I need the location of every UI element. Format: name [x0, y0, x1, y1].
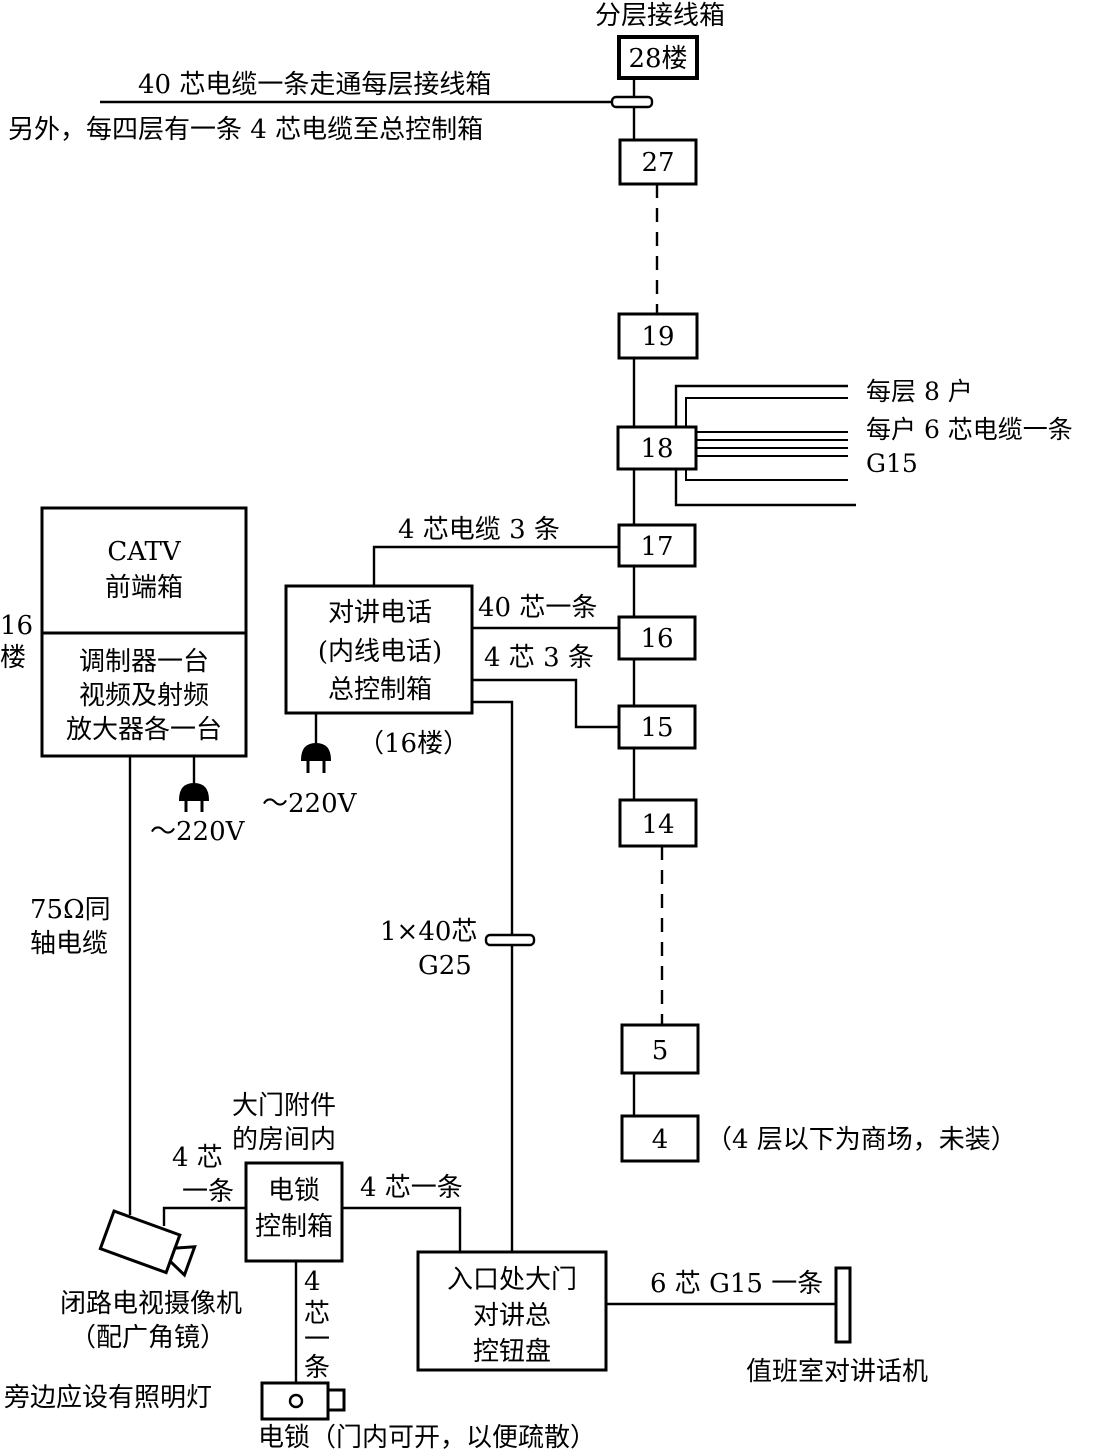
intercom-line-1: 对讲电话: [328, 598, 432, 628]
floor-box-16: 16: [617, 615, 697, 661]
catv-body-1: 调制器一台: [79, 647, 209, 677]
entrance-panel-label-2: 对讲总: [473, 1301, 551, 1331]
intercom-floor-note: （16楼）: [358, 729, 469, 759]
floor-box-18: 18: [616, 425, 698, 471]
per-household-cable: 每户 6 芯电缆一条: [866, 415, 1073, 444]
floor-box-4: 4: [620, 1114, 700, 1163]
entrance-panel-box: [416, 1250, 608, 1372]
camera-label-2: （配广角镜）: [70, 1323, 226, 1353]
gate-note-1: 大门附件: [232, 1091, 336, 1121]
floor4-note: （4 层以下为商场，未装）: [706, 1125, 1017, 1155]
light-note: 旁边应设有照明灯: [4, 1383, 212, 1413]
cable-label-15: 4 芯 3 条: [484, 643, 594, 673]
g25-sleeve-icon: [484, 933, 536, 947]
electric-lock-icon: [260, 1381, 346, 1421]
cable-sleeve-icon: [610, 95, 654, 109]
lock-down-label-1: 4: [304, 1267, 321, 1297]
catv-title: CATV: [107, 537, 182, 567]
cam-cable-label-1: 4 芯: [172, 1143, 223, 1173]
riser-lines: [632, 78, 664, 1116]
floor-label-28: 28楼: [628, 44, 687, 74]
cctv-camera-icon: [98, 1209, 197, 1278]
catv-power-label: ～220V: [150, 817, 246, 847]
lock-control-box: [244, 1161, 344, 1263]
cable-label-16: 40 芯一条: [478, 593, 597, 623]
duty-cable-label: 6 芯 G15 一条: [650, 1269, 823, 1299]
junction-box-title: 分层接线箱: [595, 1, 725, 31]
entrance-panel-label-3: 控钮盘: [473, 1337, 551, 1367]
per-floor-households: 每层 8 户: [866, 377, 973, 406]
catv-box: [40, 506, 248, 758]
lock-down-label-4: 条: [304, 1353, 330, 1383]
floor-box-27: 27: [618, 138, 698, 186]
camera-label-1: 闭路电视摄像机: [60, 1289, 242, 1319]
cable-to-17: [372, 545, 619, 586]
floor-label-17: 17: [640, 532, 673, 562]
lock-box-label-1: 电锁: [268, 1176, 320, 1206]
lock-to-camera-cable: [162, 1206, 246, 1226]
intercom-power-plug-icon: [300, 713, 332, 773]
catv-subtitle: 前端箱: [105, 573, 183, 603]
lock-down-label-3: 一: [304, 1325, 330, 1355]
floor-label-16: 16: [640, 624, 673, 654]
catv-body-3: 放大器各一台: [66, 715, 222, 745]
floor-box-28: 28楼: [617, 35, 699, 80]
main-cable-g25: [472, 700, 514, 1258]
floor-box-14: 14: [618, 798, 698, 848]
top-cable: [100, 95, 654, 109]
floor-label-14: 14: [641, 810, 674, 840]
catv-power-plug-icon: [178, 756, 210, 812]
lock-down-label-2: 芯: [304, 1299, 330, 1329]
floor-label-18: 18: [640, 434, 673, 464]
duty-intercom-icon: [834, 1266, 852, 1344]
floor-box-15: 15: [617, 704, 697, 750]
floor-box-5: 5: [620, 1023, 700, 1075]
note-line-2: 另外，每四层有一条 4 芯电缆至总控制箱: [8, 115, 483, 145]
main-cable-label-2: G25: [418, 951, 472, 981]
catv-floor-label-1: 16: [0, 611, 33, 641]
lock-to-panel-cable: [342, 1206, 462, 1252]
floor-box-19: 19: [617, 312, 699, 360]
gate-note-2: 的房间内: [232, 1125, 336, 1155]
intercom-line-3: 总控制箱: [328, 675, 432, 705]
floor-label-5: 5: [652, 1036, 669, 1066]
cable-to-15: [472, 678, 619, 729]
entrance-panel-label-1: 入口处大门: [447, 1265, 577, 1295]
catv-body-2: 视频及射频: [79, 681, 209, 711]
duty-room-label: 值班室对讲话机: [746, 1357, 928, 1387]
note-line-1: 40 芯电缆一条走通每层接线箱: [138, 70, 491, 100]
main-cable-label-1: 1×40芯: [380, 917, 477, 947]
lock-label: 电锁（门内可开，以便疏散）: [258, 1423, 596, 1453]
floor-label-27: 27: [641, 148, 674, 178]
floor-label-15: 15: [640, 713, 673, 743]
floor-box-17: 17: [617, 523, 697, 568]
intercom-line-2: (内线电话): [318, 637, 442, 667]
catv-floor-label-2: 楼: [0, 643, 26, 673]
coax-label-2: 轴电缆: [30, 929, 108, 959]
floor-label-4: 4: [652, 1125, 669, 1155]
lock-to-panel-label: 4 芯一条: [360, 1173, 463, 1203]
intercom-power-label: ～220V: [262, 789, 358, 819]
coax-label-1: 75Ω同: [30, 895, 111, 925]
floor-label-19: 19: [641, 322, 674, 352]
cable-label-17: 4 芯电缆 3 条: [398, 515, 560, 545]
per-floor-conduit: G15: [866, 449, 918, 478]
intercom-control-box: [284, 584, 474, 715]
household-cables: [674, 384, 856, 507]
cam-cable-label-2: 一条: [182, 1177, 234, 1207]
lock-box-label-2: 控制箱: [255, 1212, 333, 1242]
